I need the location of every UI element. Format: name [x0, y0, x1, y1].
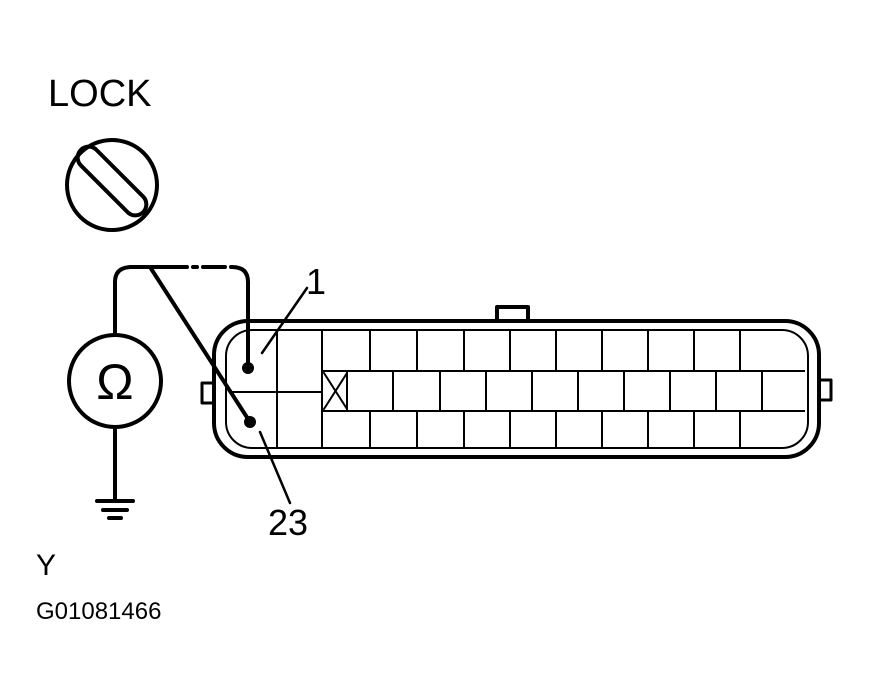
ohmmeter-icon: Ω	[67, 333, 163, 429]
ignition-lock-icon	[65, 138, 159, 232]
probe-wires	[113, 265, 252, 502]
blocked-cavity-mark	[323, 372, 348, 410]
pin-23-leader	[258, 430, 292, 505]
ground-icon	[95, 499, 135, 520]
connector-cavities	[230, 331, 805, 448]
pin-1-probe-point	[242, 362, 254, 374]
pin-1-label: 1	[306, 261, 326, 302]
ohm-symbol: Ω	[96, 354, 133, 410]
pin-1-leader	[260, 286, 309, 355]
lock-label: LOCK	[48, 73, 151, 115]
pin-23-label: 23	[268, 502, 308, 543]
pin-23-probe-point	[244, 416, 256, 428]
figure-code: G01081466	[36, 598, 161, 625]
wire-color-label: Y	[36, 549, 56, 582]
connector-icon	[200, 305, 833, 459]
